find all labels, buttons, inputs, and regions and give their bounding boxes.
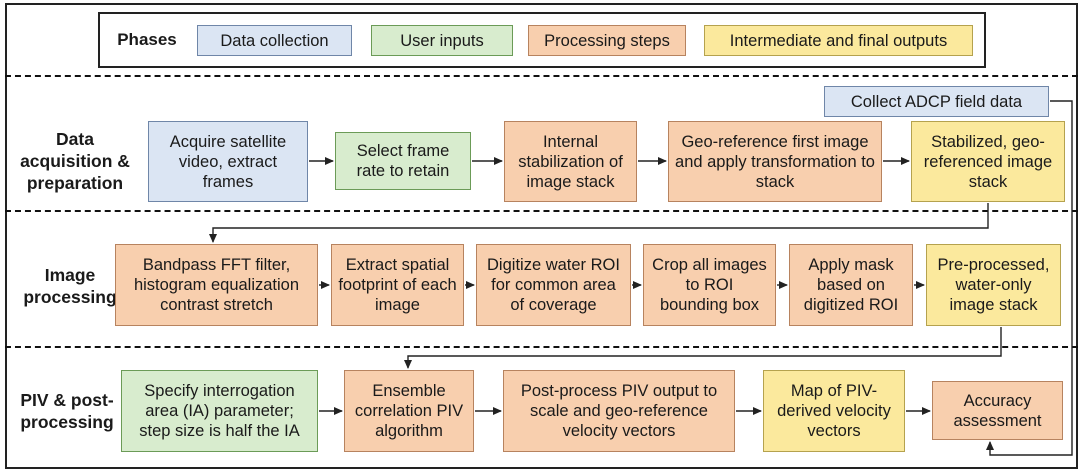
legend-user-inputs: User inputs (371, 25, 513, 56)
arrow (404, 327, 1002, 369)
legend-title: Phases (117, 30, 177, 49)
crop-box: Crop all images to ROI bounding box (643, 244, 776, 326)
acquire-box: Acquire satellite video, extract frames (148, 121, 308, 202)
ensemble-correlation-box: Ensemble correlation PIV algorithm (344, 370, 474, 452)
internal-stabilization-box: Internal stabilization of image stack (504, 121, 637, 202)
stabilized-stack-box: Stabilized, geo-referenced image stack (911, 121, 1065, 202)
diagram-frame (5, 3, 1078, 469)
digitize-roi-box: Digitize water ROI for common area of co… (476, 244, 631, 326)
apply-mask-box: Apply mask based on digitized ROI (789, 244, 913, 326)
section-divider (5, 346, 1078, 348)
legend-data-collection: Data collection (197, 25, 352, 56)
postprocess-box: Post-process PIV output to scale and geo… (503, 370, 735, 452)
georeference-box: Geo-reference first image and apply tran… (668, 121, 882, 202)
section-divider (5, 75, 1078, 77)
section-label-image-processing: Image processing (23, 265, 117, 307)
velocity-map-box: Map of PIV-derived velocity vectors (763, 370, 905, 452)
section-divider (5, 210, 1078, 212)
footprint-box: Extract spatial footprint of each image (331, 244, 464, 326)
arrow (986, 100, 1073, 456)
interrogation-area-box: Specify interrogation area (IA) paramete… (121, 370, 318, 452)
legend-processing-steps: Processing steps (528, 25, 686, 56)
bandpass-box: Bandpass FFT filter, histogram equalizat… (115, 244, 318, 326)
section-label-piv: PIV & post-processing (20, 390, 114, 432)
adcp-box: Collect ADCP field data (824, 86, 1049, 117)
preprocessed-stack-box: Pre-processed, water-only image stack (926, 244, 1061, 326)
accuracy-assessment-box: Accuracy assessment (932, 381, 1063, 440)
arrow (209, 203, 989, 243)
frame-rate-box: Select frame rate to retain (335, 132, 471, 190)
legend-outputs: Intermediate and final outputs (704, 25, 973, 56)
section-label-data-acquisition: Data acquisition & preparation (20, 129, 130, 193)
